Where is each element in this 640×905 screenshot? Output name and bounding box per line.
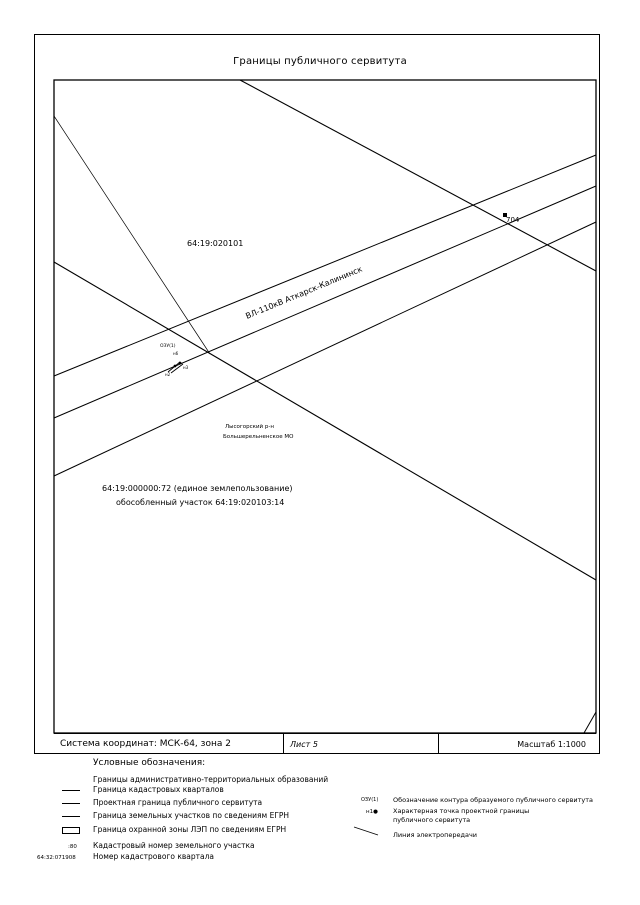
map-title: Границы публичного сервитута (233, 56, 407, 67)
legend-item: Номер кадастрового квартала (93, 852, 214, 861)
legend-point-symbol: н1● (366, 809, 378, 815)
quarter-label: 64:19:020101 (187, 239, 243, 248)
sheet-number: Лист 5 (283, 734, 439, 754)
legend-item: Проектная граница публичного сервитута (93, 798, 263, 807)
parcel-boundary (53, 115, 211, 355)
servitude-segment (167, 361, 181, 373)
legend-quarter-line (62, 790, 80, 791)
point-704-label: 704 (506, 216, 520, 224)
quarter-boundary-1 (239, 79, 597, 272)
legend-item: Линия электропередачи (393, 831, 478, 839)
legend-item: Обозначение контура образуемого публично… (393, 796, 594, 804)
servitude-points (167, 361, 184, 374)
legend-power-line-symbol (353, 826, 379, 836)
district-label: Большерельненское МО (223, 434, 294, 440)
point-tag: н2 (165, 372, 171, 377)
legend-item: Граница земельных участков по сведениям … (93, 811, 290, 820)
point-tag: н6 (173, 351, 179, 356)
drawing-frame (34, 34, 600, 754)
protection-zone-lower (53, 221, 597, 477)
legend-cad-symbol: :80 (68, 844, 77, 850)
legend-parcel-line (62, 816, 80, 817)
map-scale: Масштаб 1:1000 (517, 739, 586, 749)
legend-title: Условные обозначения: (93, 758, 206, 768)
legend-item: Кадастровый номер земельного участка (93, 841, 255, 850)
servitude-point (173, 364, 177, 368)
legend-item: Границы административно-территориальных … (93, 775, 329, 784)
contour-label: ОЗУ(1) (160, 343, 176, 349)
parcel-label: 64:19:000000:72 (единое землепользование… (102, 484, 293, 493)
power-line-axis (53, 185, 597, 419)
legend-item: Характерная точка проектной границы (393, 807, 530, 815)
map-frame (53, 79, 597, 734)
district-label: Лысогорский р-н (225, 423, 274, 430)
legend-quarter-symbol: 64:32:071908 (37, 855, 76, 861)
corner-line (583, 711, 597, 734)
legend-item: Граница охранной зоны ЛЭП по сведениям Е… (93, 825, 287, 834)
point-704-marker (503, 213, 507, 217)
legend-zone-box (62, 827, 80, 834)
title-block: Система координат: МСК-64, зона 2 Лист 5… (54, 733, 596, 754)
servitude-segment (170, 363, 184, 374)
servitude-point (178, 361, 182, 365)
legend-servitude-line (62, 803, 80, 804)
point-tag: н3 (183, 365, 189, 370)
coord-system: Система координат: МСК-64, зона 2 (60, 739, 231, 749)
protection-zone-upper (53, 154, 597, 377)
legend-contour-symbol: ОЗУ(1) (361, 797, 379, 803)
legend-item: публичного сервитута (393, 816, 471, 824)
legend-item: Граница кадастровых кварталов (93, 785, 224, 794)
parcel-label: обособленный участок 64:19:020103:14 (116, 498, 284, 507)
quarter-boundary-2 (53, 261, 597, 581)
